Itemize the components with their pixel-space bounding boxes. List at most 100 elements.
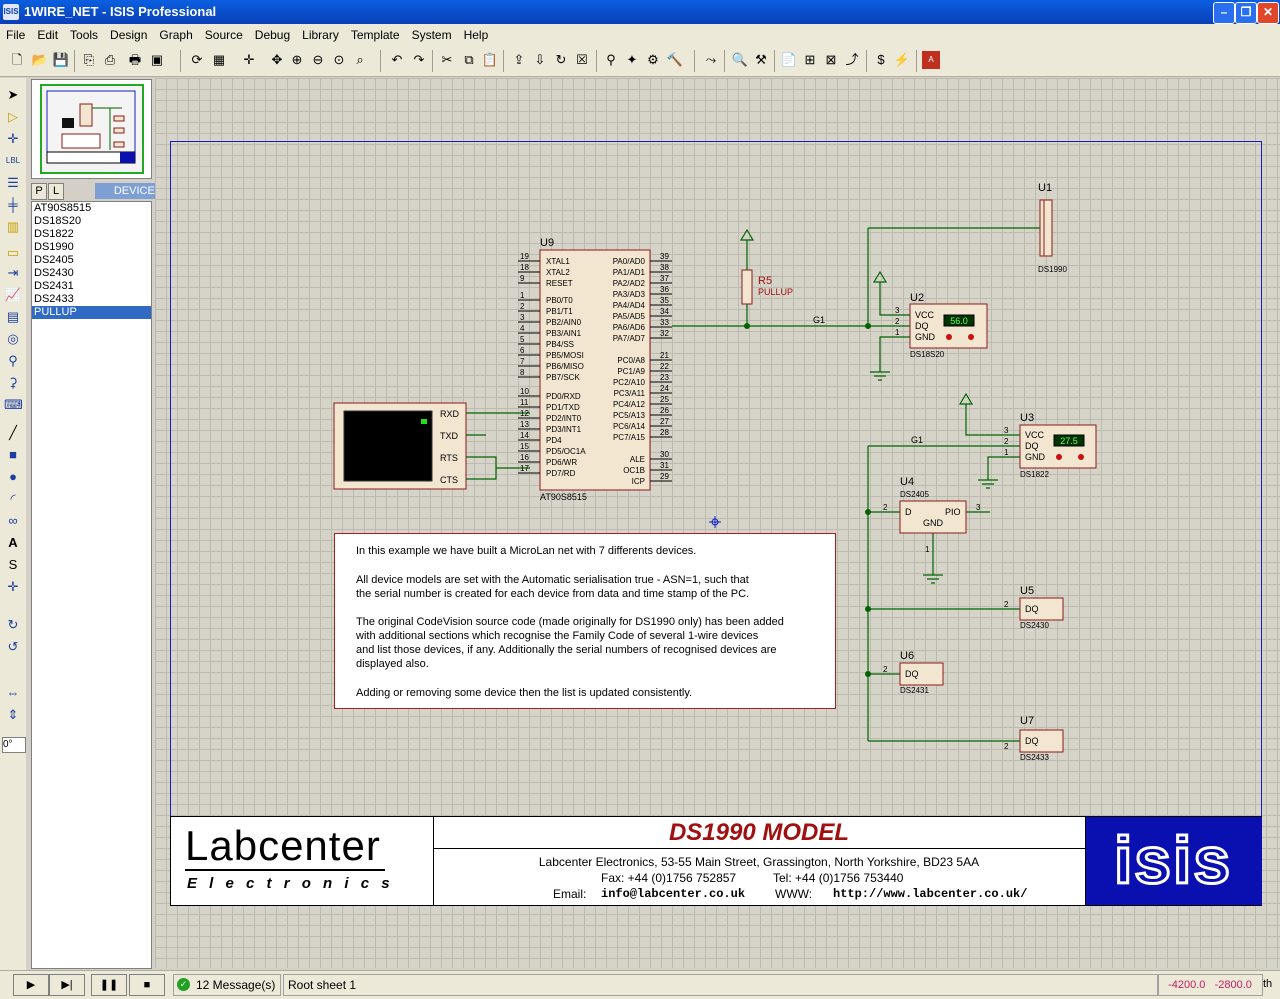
- menu-tools[interactable]: Tools: [70, 28, 99, 42]
- new-sheet-icon[interactable]: 📄: [780, 52, 798, 67]
- make-device-icon[interactable]: ✦: [626, 52, 638, 67]
- wire-label-icon[interactable]: LBL: [5, 156, 21, 165]
- tape-recorder-icon[interactable]: ▤: [6, 309, 20, 324]
- virtual-instruments-icon[interactable]: ⌨: [4, 397, 23, 412]
- device-item-ds1822[interactable]: DS1822: [34, 228, 74, 240]
- zoom-out-icon[interactable]: ⊖: [312, 52, 324, 67]
- block-rotate-icon[interactable]: ↻: [555, 52, 567, 67]
- device-item-ds18s20[interactable]: DS18S20: [34, 215, 82, 227]
- copy-icon[interactable]: ⧉: [464, 52, 474, 67]
- print-icon[interactable]: 🖶: [128, 52, 142, 67]
- close-button[interactable]: ✕: [1257, 2, 1279, 24]
- origin-icon[interactable]: ✛: [243, 52, 255, 67]
- device-item-ds2433[interactable]: DS2433: [34, 293, 74, 305]
- rotate-anticlockwise-icon[interactable]: ↺: [7, 639, 19, 654]
- export-icon[interactable]: ⎙: [104, 52, 116, 67]
- menu-source[interactable]: Source: [204, 28, 243, 42]
- marker-icon[interactable]: ✛: [7, 579, 19, 594]
- path-icon[interactable]: ∞: [8, 513, 18, 528]
- cut-icon[interactable]: ✂: [441, 52, 453, 67]
- refresh-icon[interactable]: ⟳: [191, 52, 203, 67]
- import-icon[interactable]: ⎘: [83, 52, 95, 67]
- device-list[interactable]: AT90S8515 DS18S20 DS1822 DS1990 DS2405 D…: [31, 201, 152, 969]
- zoom-area-icon[interactable]: ⌕: [356, 52, 364, 67]
- menu-edit[interactable]: Edit: [37, 28, 59, 42]
- decompose-icon[interactable]: 🔨: [666, 52, 684, 67]
- description-note[interactable]: In this example we have built a MicroLan…: [334, 533, 836, 709]
- symbol-icon[interactable]: S: [8, 557, 18, 572]
- ares-netlist-icon[interactable]: A: [922, 51, 940, 69]
- arc-icon[interactable]: ◜: [10, 491, 16, 506]
- isis-app-icon[interactable]: ISIS: [3, 4, 19, 20]
- device-item-ds2405[interactable]: DS2405: [34, 254, 74, 266]
- generator-icon[interactable]: ◎: [7, 331, 19, 346]
- bus-icon[interactable]: ╪: [8, 197, 18, 212]
- zoom-all-icon[interactable]: ⊙: [333, 52, 345, 67]
- open-folder-icon[interactable]: 📂: [31, 52, 49, 67]
- device-item-ds1990[interactable]: DS1990: [34, 241, 74, 253]
- menu-library[interactable]: Library: [302, 28, 339, 42]
- circle-icon[interactable]: ●: [9, 469, 17, 484]
- electrical-check-icon[interactable]: ⚡: [893, 52, 911, 67]
- bill-of-materials-icon[interactable]: $: [877, 52, 885, 67]
- pause-button[interactable]: ❚❚: [91, 974, 127, 996]
- overview-window[interactable]: [31, 79, 152, 179]
- menu-debug[interactable]: Debug: [254, 28, 291, 42]
- paste-icon[interactable]: 📋: [481, 52, 499, 67]
- rotation-angle-field[interactable]: 0°: [2, 737, 26, 753]
- library-manager-button[interactable]: L: [48, 183, 64, 200]
- device-item-ds2430[interactable]: DS2430: [34, 267, 74, 279]
- text-script-icon[interactable]: ☰: [7, 175, 19, 190]
- title-block[interactable]: Labcenter E l e c t r o n i c s DS1990 M…: [170, 816, 1262, 906]
- block-move-icon[interactable]: ⇩: [534, 52, 546, 67]
- pick-device-icon[interactable]: ⚲: [606, 52, 616, 67]
- device-item-at90s8515[interactable]: AT90S8515: [34, 202, 92, 214]
- packaging-tool-icon[interactable]: ⚙: [647, 52, 659, 67]
- block-delete-icon[interactable]: ☒: [576, 52, 588, 67]
- text-icon[interactable]: A: [8, 535, 18, 550]
- undo-icon[interactable]: ↶: [391, 52, 403, 67]
- graph-icon[interactable]: 📈: [4, 287, 22, 302]
- terminals-icon[interactable]: ▭: [6, 245, 20, 260]
- remove-sheet-icon[interactable]: ⊠: [825, 52, 837, 67]
- messages-indicator[interactable]: ✓ 12 Message(s): [173, 974, 281, 996]
- rotate-clockwise-icon[interactable]: ↻: [7, 617, 19, 632]
- line-icon[interactable]: ╱: [9, 425, 17, 440]
- block-copy-icon[interactable]: ⇪: [513, 52, 525, 67]
- maximize-button[interactable]: ❐: [1235, 2, 1257, 24]
- minimize-button[interactable]: –: [1213, 2, 1235, 24]
- menu-help[interactable]: Help: [463, 28, 489, 42]
- play-button[interactable]: ▶: [13, 974, 49, 996]
- exit-to-parent-icon[interactable]: ⤴: [845, 52, 859, 67]
- zoom-in-icon[interactable]: ⊕: [291, 52, 303, 67]
- junction-dot-icon[interactable]: ✛: [7, 131, 19, 146]
- menu-system[interactable]: System: [411, 28, 452, 42]
- step-button[interactable]: ▶|: [49, 974, 85, 996]
- pick-devices-button[interactable]: P: [31, 183, 47, 200]
- subcircuit-icon[interactable]: ▥: [6, 219, 20, 234]
- print-area-icon[interactable]: ▣: [150, 52, 164, 67]
- add-sheet-icon[interactable]: ⊞: [804, 52, 816, 67]
- grid-icon[interactable]: ▦: [212, 52, 226, 67]
- device-item-pullup[interactable]: PULLUP: [32, 306, 151, 319]
- device-pins-icon[interactable]: ⇥: [7, 265, 19, 280]
- pan-icon[interactable]: ✥: [271, 52, 283, 67]
- box-icon[interactable]: ■: [9, 447, 17, 462]
- mirror-horizontal-icon[interactable]: ⇔: [6, 685, 20, 700]
- voltage-probe-icon[interactable]: ⚲: [8, 353, 18, 368]
- wire-autorouter-icon[interactable]: ⤳: [705, 52, 717, 67]
- menu-design[interactable]: Design: [110, 28, 148, 42]
- redo-icon[interactable]: ↷: [413, 52, 425, 67]
- stop-button[interactable]: ■: [129, 974, 165, 996]
- menu-file[interactable]: File: [6, 28, 26, 42]
- mirror-vertical-icon[interactable]: ⇕: [7, 707, 19, 722]
- device-item-ds2431[interactable]: DS2431: [34, 280, 74, 292]
- selection-mode-icon[interactable]: ➤: [7, 87, 19, 102]
- current-probe-icon[interactable]: ⚳: [8, 375, 18, 390]
- menu-graph[interactable]: Graph: [159, 28, 193, 42]
- search-tag-icon[interactable]: 🔍: [731, 52, 749, 67]
- property-tool-icon[interactable]: ⚒: [755, 52, 767, 67]
- new-file-icon[interactable]: 🗋: [11, 52, 23, 67]
- component-mode-icon[interactable]: ▷: [8, 109, 18, 124]
- save-icon[interactable]: 💾: [52, 52, 70, 67]
